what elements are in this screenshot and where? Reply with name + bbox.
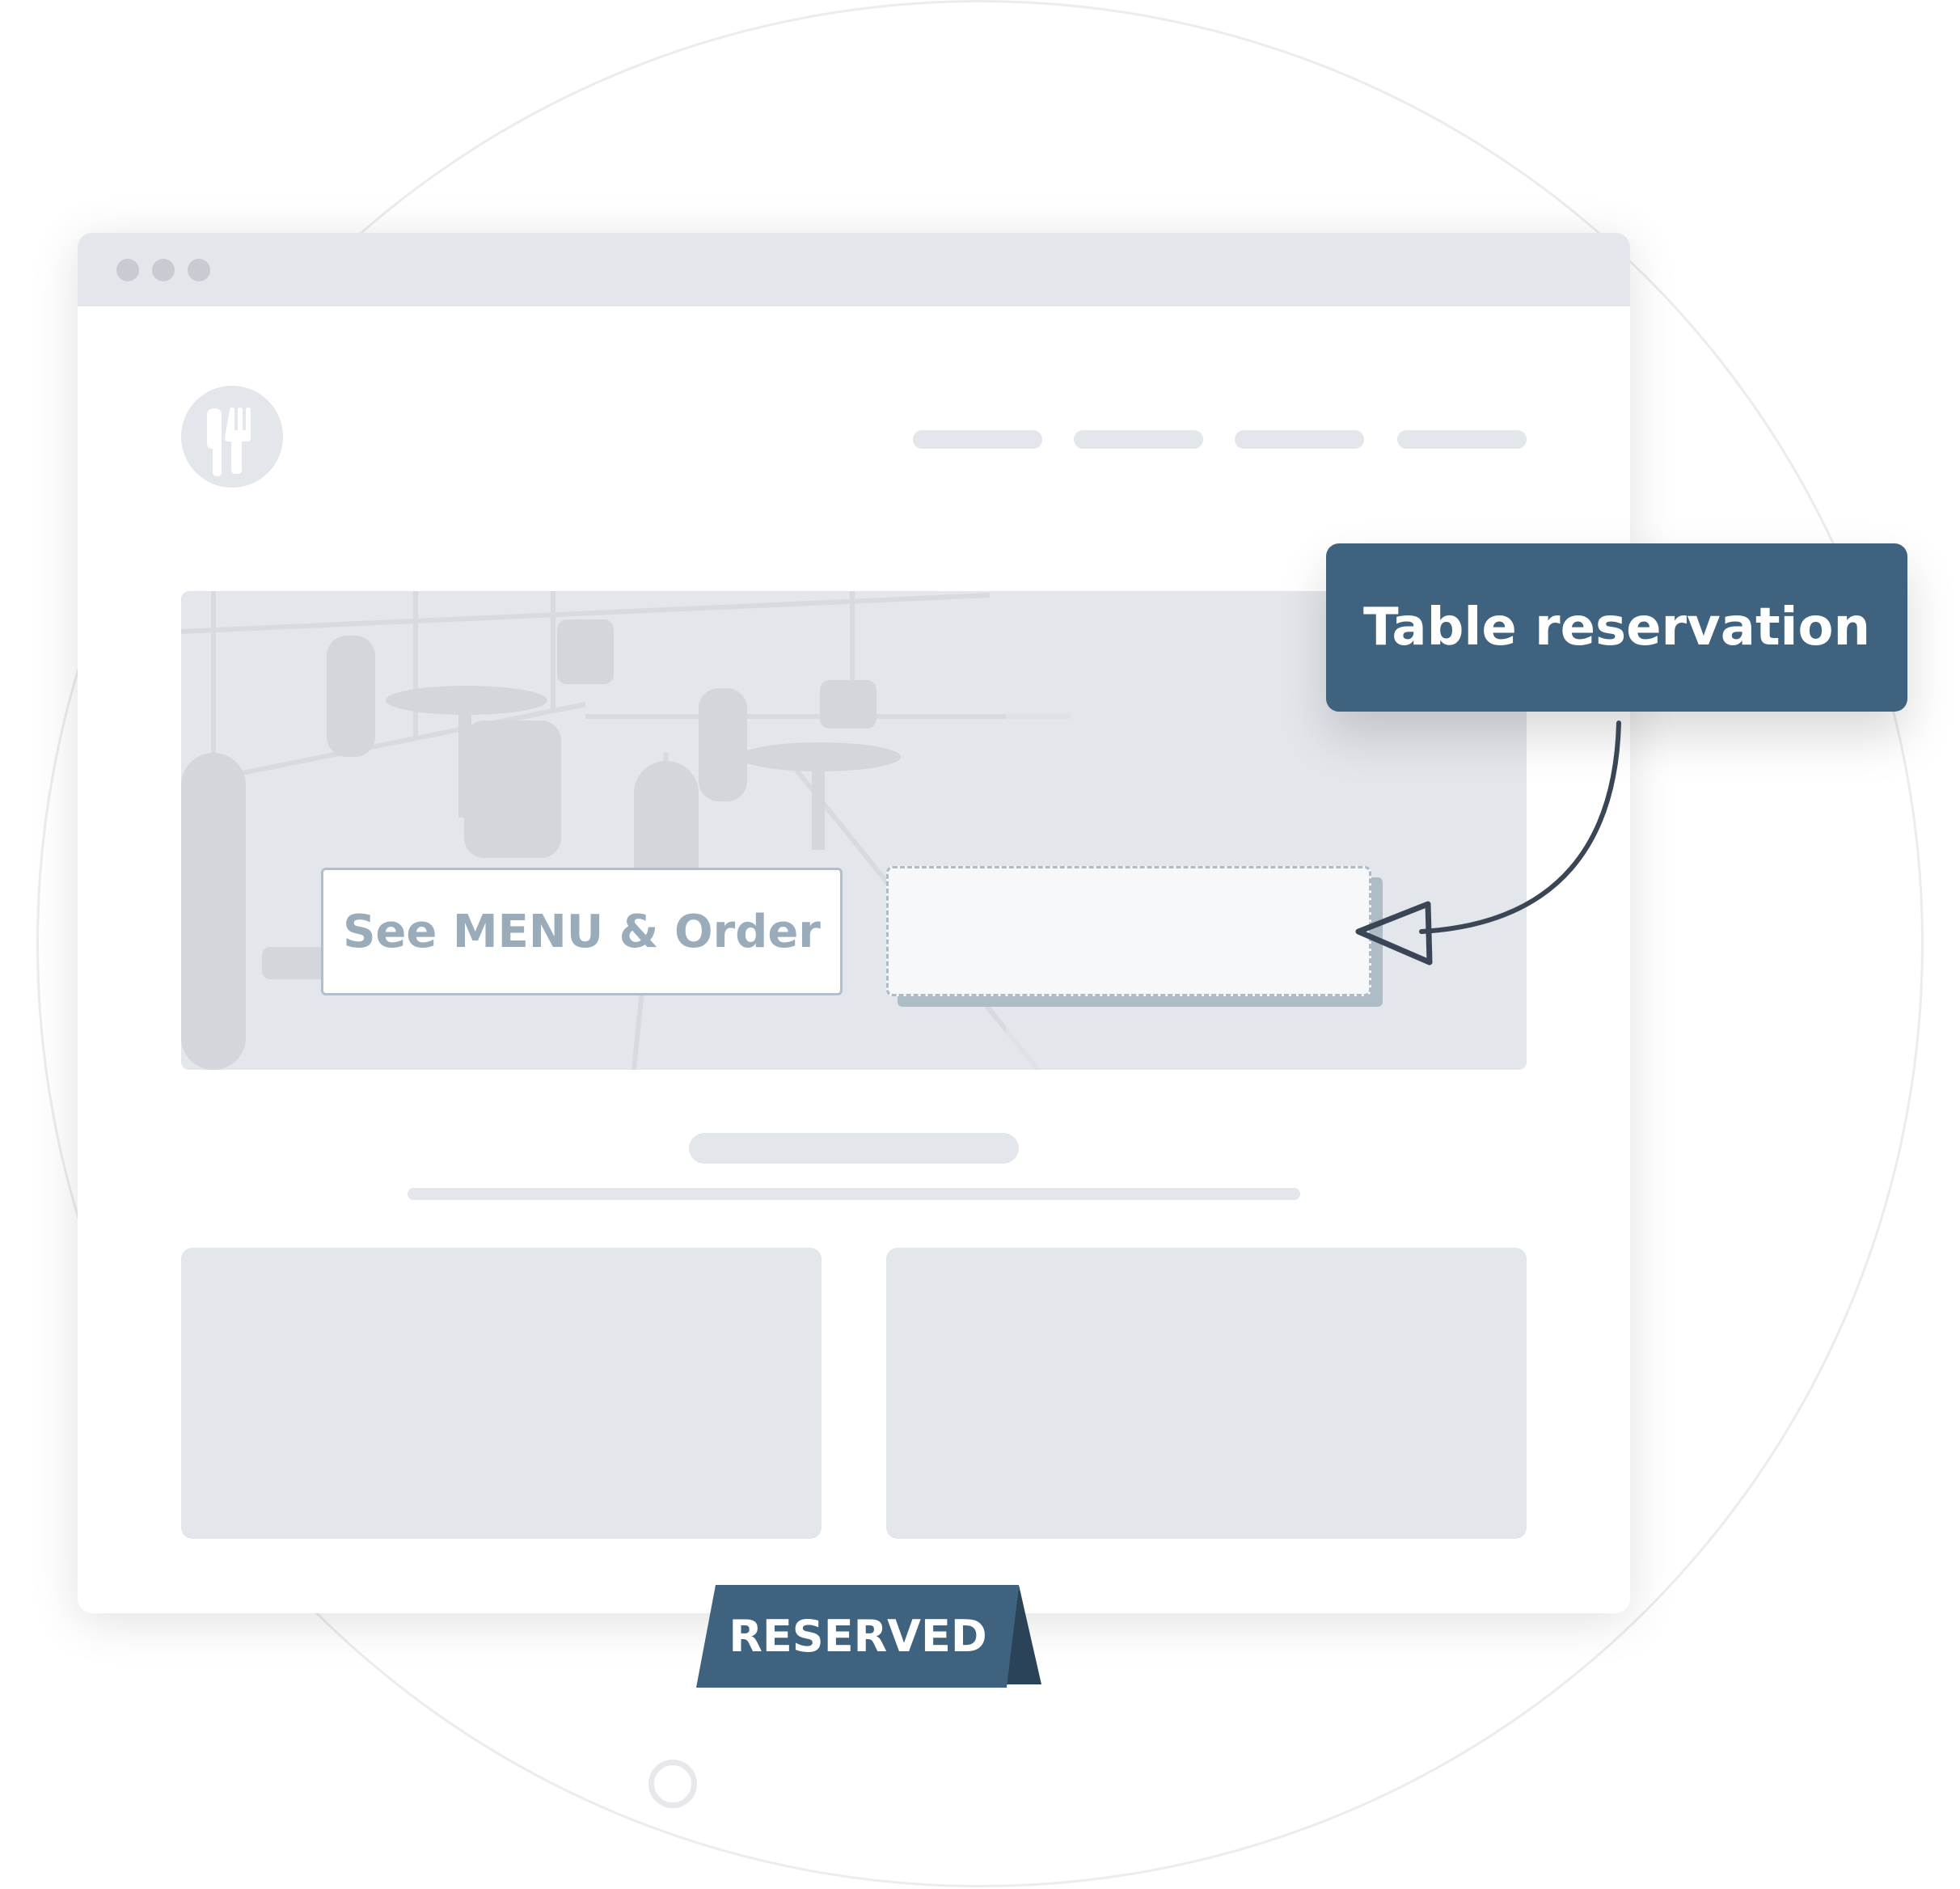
content-card[interactable] — [886, 1248, 1527, 1539]
browser-window: See MENU & Order — [78, 233, 1630, 1613]
restaurant-logo[interactable] — [181, 386, 283, 488]
section-heading-placeholder — [689, 1133, 1019, 1164]
reserved-label: RESERVED — [729, 1611, 987, 1662]
nav-link-placeholder[interactable] — [1235, 430, 1364, 449]
content-card[interactable] — [181, 1248, 822, 1539]
see-menu-order-button[interactable]: See MENU & Order — [321, 868, 843, 995]
window-dot[interactable] — [116, 259, 139, 281]
window-dot[interactable] — [188, 259, 210, 281]
curved-arrow-icon — [1355, 721, 1621, 966]
background-circle — [36, 0, 1924, 1887]
reserved-tag — [696, 1585, 1041, 1688]
nav-link-placeholder[interactable] — [913, 430, 1042, 449]
reservation-button-slot[interactable] — [886, 866, 1371, 996]
section-text-placeholder — [408, 1188, 1300, 1200]
window-dot[interactable] — [152, 259, 175, 281]
nav-link-placeholder[interactable] — [1074, 430, 1203, 449]
browser-titlebar — [78, 233, 1630, 306]
decorative-ring — [648, 1760, 697, 1808]
knife-fork-icon — [207, 408, 251, 476]
nav-link-placeholder[interactable] — [1397, 430, 1527, 449]
table-reservation-callout: Table reservation — [1326, 543, 1907, 712]
